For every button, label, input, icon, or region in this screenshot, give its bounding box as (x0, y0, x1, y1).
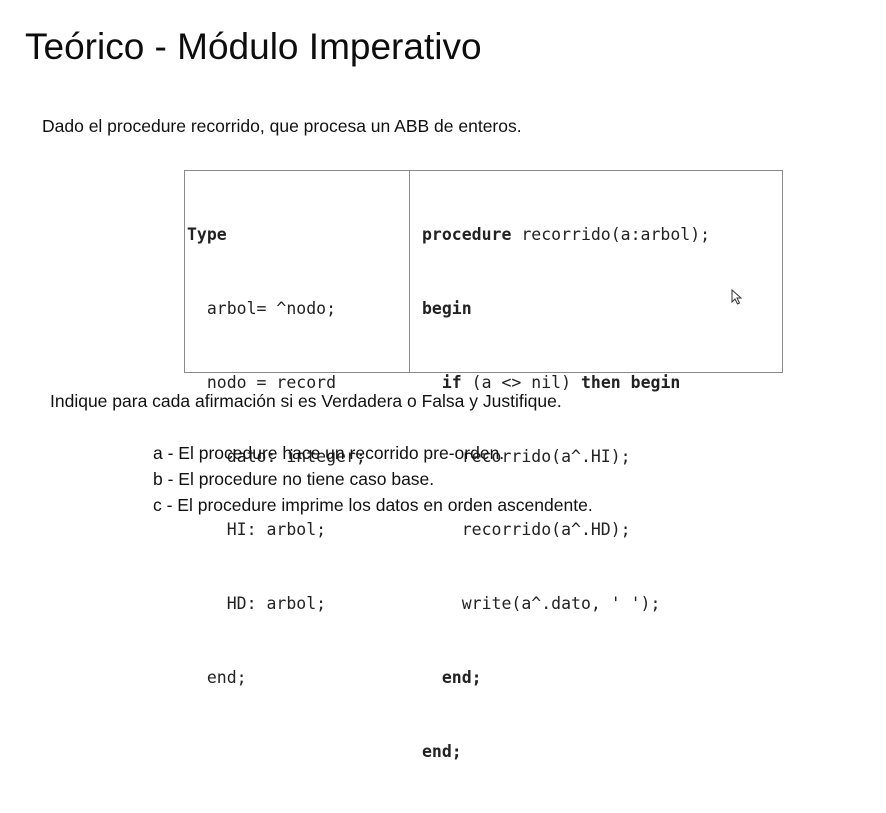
code-line: nodo = record (187, 372, 337, 392)
type-declaration-column: Type arbol= ^nodo; nodo = record dato: i… (185, 171, 410, 687)
code-keyword: then begin (580, 372, 681, 392)
code-line: begin (422, 297, 782, 322)
statement-item: b - El procedure no tiene caso base. (153, 469, 435, 489)
code-keyword: end; (441, 667, 482, 687)
statement-list: a - El procedure hace un recorrido pre-o… (153, 440, 593, 518)
code-keyword: end; (422, 741, 462, 761)
statement-item: a - El procedure hace un recorrido pre-o… (153, 443, 505, 463)
code-keyword: if (441, 372, 462, 392)
code-line: HD: arbol; (187, 594, 327, 614)
code-text: (a <> nil) (461, 372, 581, 392)
code-line: if (a <> nil) then begin (422, 371, 782, 396)
code-line: HI: arbol; (187, 520, 327, 540)
code-line: end; (422, 740, 782, 765)
code-indent (422, 373, 442, 392)
code-keyword: procedure (422, 225, 512, 245)
code-line: arbol= ^nodo; (187, 298, 337, 318)
code-line: recorrido(a^.HI); (422, 446, 631, 466)
code-indent (422, 668, 442, 687)
code-line: end; (187, 667, 247, 687)
mouse-pointer-icon (731, 289, 743, 305)
code-line: end; (422, 666, 782, 691)
code-line: write(a^.dato, ' '); (422, 594, 661, 614)
code-line: recorrido(a^.HD); (422, 520, 631, 540)
code-line: dato: integer; (187, 446, 366, 466)
instruction-text: Indique para cada afirmación si es Verda… (50, 391, 562, 411)
code-line: procedure recorrido(a:arbol); (422, 223, 782, 248)
procedure-column: procedure recorrido(a:arbol); begin if (… (410, 171, 782, 760)
code-text: recorrido(a:arbol); (511, 225, 711, 245)
code-line: Type (187, 225, 227, 245)
code-keyword: begin (422, 298, 472, 318)
code-table: Type arbol= ^nodo; nodo = record dato: i… (184, 170, 783, 761)
statement-item: c - El procedure imprime los datos en or… (153, 495, 593, 515)
intro-text: Dado el procedure recorrido, que procesa… (42, 116, 522, 136)
slide-title: Teórico - Módulo Imperativo (25, 26, 482, 67)
